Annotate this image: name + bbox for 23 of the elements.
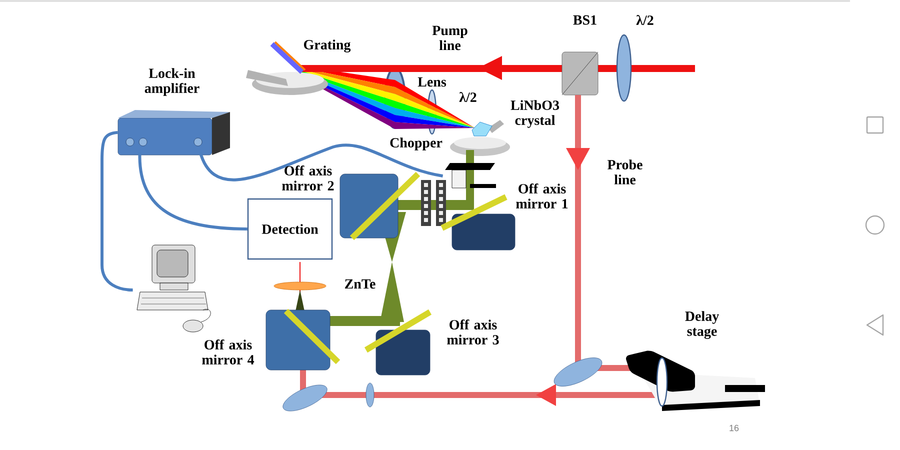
computer-drawing xyxy=(136,244,211,332)
part-label: Grating xyxy=(304,40,351,52)
part-label: BS1 xyxy=(573,15,596,25)
part-label: Off axis mirror 2 xyxy=(282,166,334,190)
detector-box: Detection xyxy=(247,198,333,260)
cable xyxy=(138,152,248,230)
part-label: Delay stage xyxy=(685,311,719,339)
part-label: Lens xyxy=(418,77,446,87)
part-label: Pump line xyxy=(432,26,468,50)
part-label: λ/2 xyxy=(459,92,476,102)
part-label: λ/2 xyxy=(636,15,654,25)
cable xyxy=(198,144,444,182)
part-label: ZnTe xyxy=(344,279,376,289)
part-label: Off axis mirror 3 xyxy=(447,320,499,344)
part-label: Probe line xyxy=(607,160,642,184)
part-label: Off axis mirror 4 xyxy=(202,340,254,364)
part-label: LiNbO3 crystal xyxy=(510,100,560,128)
chopper-drawing xyxy=(445,163,496,188)
device-label: Lock-in amplifier xyxy=(144,68,200,96)
part-label: Off axis mirror 1 xyxy=(516,184,568,208)
device-label: Chopper xyxy=(390,138,442,150)
amplifier-drawing xyxy=(118,110,230,156)
page-number: 16 xyxy=(730,424,739,432)
